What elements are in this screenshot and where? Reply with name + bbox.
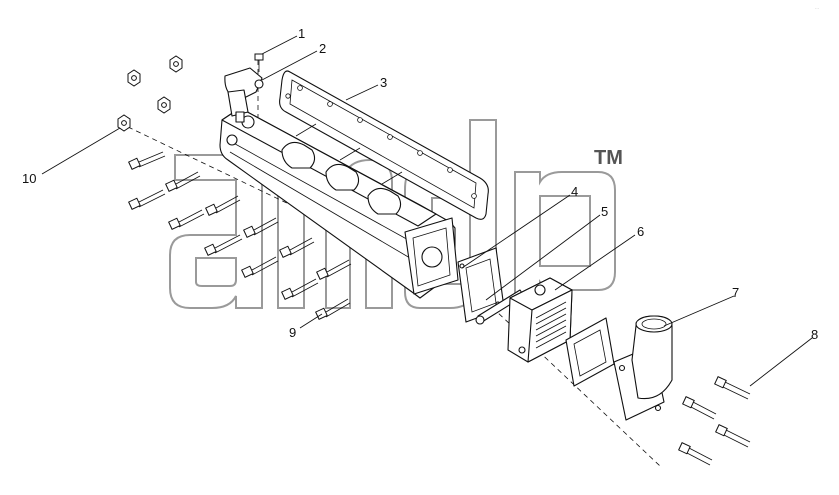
- callout-8: 8: [811, 327, 818, 342]
- nuts: [117, 55, 183, 132]
- alignment-lines: [127, 60, 661, 467]
- exhaust-manifold: [219, 107, 459, 299]
- flange-bolts: [678, 376, 751, 466]
- thermostat-housing: [507, 277, 573, 363]
- callout-labels: 1 2 3 4 5 6 7 8 9 10: [22, 26, 818, 342]
- elbow-outlet: [613, 315, 673, 421]
- rear-gasket: [565, 317, 615, 387]
- callout-4: 4: [571, 184, 578, 199]
- corner-mark: …: [815, 5, 819, 10]
- sensor-bracket: [224, 67, 264, 123]
- watermark-trademark: TM: [594, 147, 623, 169]
- manifold-bolts: [128, 151, 352, 320]
- screw-part-1: [254, 53, 264, 72]
- callout-3: 3: [380, 75, 387, 90]
- leader-lines: [41, 35, 813, 387]
- callout-7: 7: [732, 285, 739, 300]
- manifold-gasket: [279, 70, 489, 220]
- callout-1: 1: [298, 26, 305, 41]
- callout-9: 9: [289, 325, 296, 340]
- callout-10: 10: [22, 171, 36, 186]
- callout-2: 2: [319, 41, 326, 56]
- callout-5: 5: [601, 204, 608, 219]
- callout-6: 6: [637, 224, 644, 239]
